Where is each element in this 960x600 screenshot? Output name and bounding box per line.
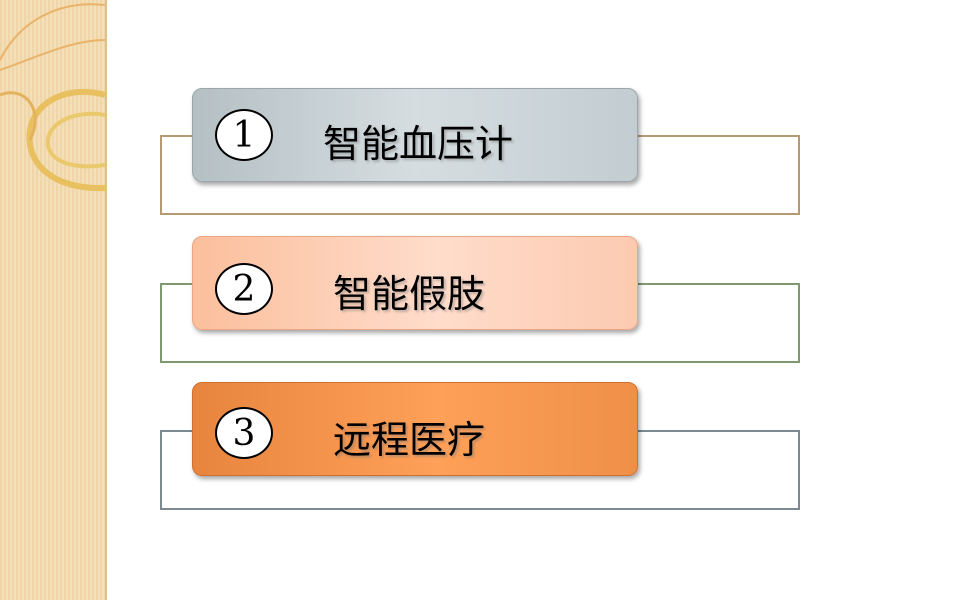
decorative-side-strip [0,0,107,600]
list-item-3: 3 远程医疗 [192,382,638,476]
ring-arc-2 [0,39,105,71]
list-item-2: 2 智能假肢 [192,236,638,330]
ring-arc-1 [0,3,105,61]
item-3-label: 远程医疗 [333,418,486,462]
list-item-1: 1 智能血压计 [192,88,638,182]
ring-arc-3 [26,88,105,192]
item-3-number-circle: 3 [215,407,273,459]
decorative-rings [0,3,105,192]
item-1-label: 智能血压计 [323,122,514,166]
item-2-number-circle: 2 [215,263,273,315]
item-2-label: 智能假肢 [333,272,486,316]
item-1-number-circle: 1 [215,109,273,161]
ring-arc-5 [0,91,37,141]
ring-arc-4 [45,111,105,169]
